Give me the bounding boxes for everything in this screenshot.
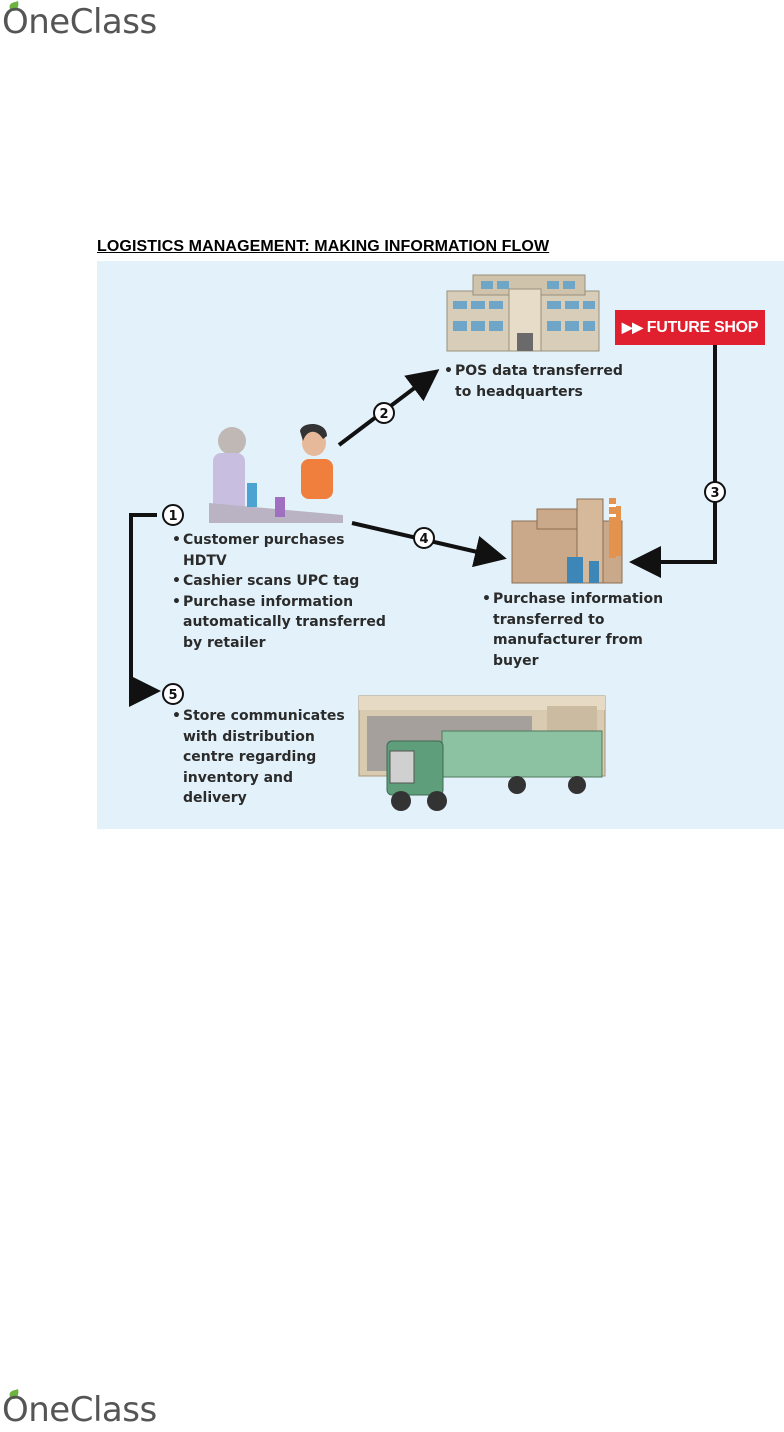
logo-wordmark: OneClass	[2, 2, 157, 42]
leaf-icon	[9, 1389, 19, 1399]
oneclass-logo-bottom: OneClass	[0, 1388, 180, 1432]
leaf-icon	[9, 1, 19, 11]
cashier-customer-icon	[209, 424, 343, 523]
step-3-marker: 3	[704, 481, 726, 503]
step-1-bullet: Purchase information automatically trans…	[172, 592, 386, 654]
step-1-marker: 1	[162, 504, 184, 526]
step-markers: 1 2 3 4 5	[162, 402, 726, 705]
svg-text:3: 3	[710, 486, 719, 501]
step-4-bullet: Purchase information transferred to manu…	[482, 589, 663, 671]
step-5-text: Store communicates with distribution cen…	[172, 706, 345, 809]
future-shop-logo-text: FUTURE SHOP	[646, 318, 759, 336]
section-heading: LOGISTICS MANAGEMENT: MAKING INFORMATION…	[97, 238, 550, 255]
oneclass-logo-top: OneClass	[0, 0, 180, 44]
step-2-bullet: POS data transferred to headquarters	[444, 361, 623, 402]
logistics-figure: 1 2 3 4 5 ▶▶ FUTURE SHOP Cus	[97, 261, 784, 829]
factory-building-icon	[511, 498, 623, 584]
flow-diagram: 1 2 3 4 5	[129, 274, 726, 811]
step-4-marker: 4	[413, 527, 435, 549]
logo-wordmark: OneClass	[2, 1390, 157, 1430]
svg-text:5: 5	[168, 688, 177, 703]
step-1-bullet: Cashier scans UPC tag	[172, 571, 386, 592]
step-5-bullet: Store communicates with distribution cen…	[172, 706, 345, 809]
distribution-centre-truck-icon	[358, 695, 606, 811]
step-4-text: Purchase information transferred to manu…	[482, 589, 663, 671]
step-2-text: POS data transferred to headquarters	[444, 361, 623, 402]
svg-text:4: 4	[419, 532, 428, 547]
step-1-text: Customer purchases HDTV Cashier scans UP…	[172, 530, 386, 653]
svg-text:1: 1	[168, 509, 177, 524]
svg-text:2: 2	[379, 407, 388, 422]
step-2-marker: 2	[373, 402, 395, 424]
headquarters-building-icon	[446, 274, 600, 352]
step-1-bullet: Customer purchases HDTV	[172, 530, 386, 571]
fast-forward-icon: ▶▶	[621, 319, 643, 335]
future-shop-logo: ▶▶ FUTURE SHOP	[615, 310, 765, 345]
step-5-marker: 5	[162, 683, 184, 705]
